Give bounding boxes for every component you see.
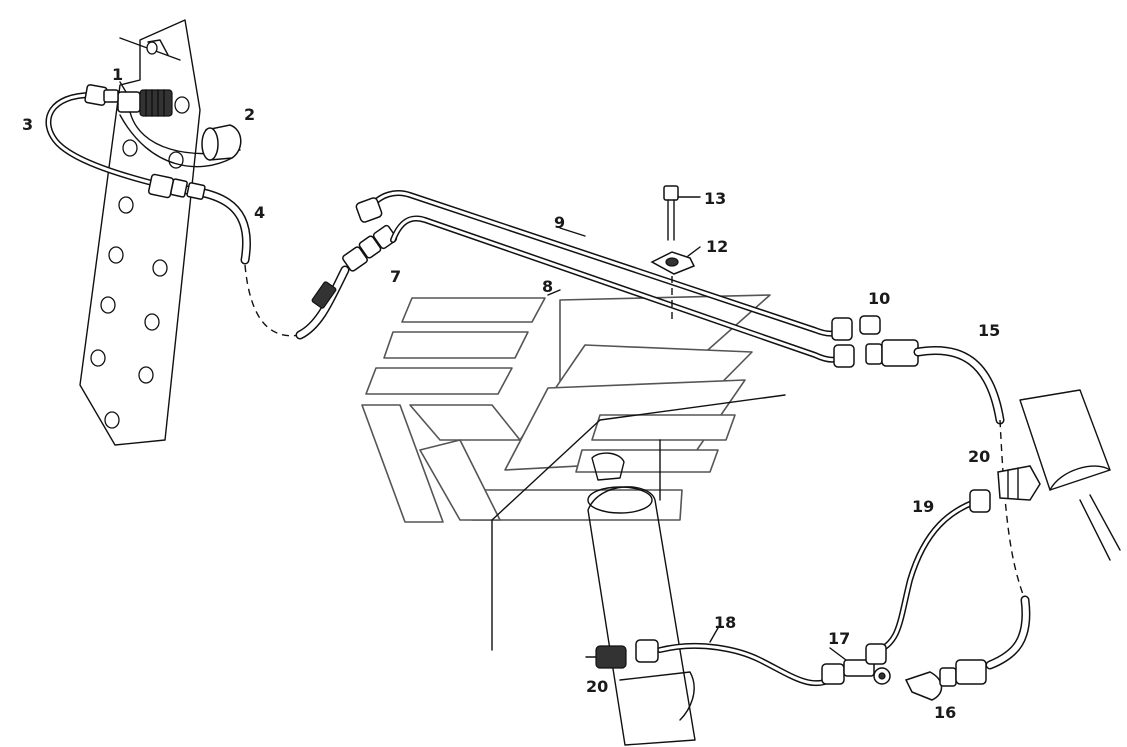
callout-20-left: 20 (586, 677, 608, 696)
hose-15 (865, 339, 1031, 670)
mounting-plate (79, 19, 201, 446)
callout-19: 19 (912, 497, 934, 516)
callout-8: 8 (542, 277, 553, 296)
adapter-7 (342, 224, 398, 272)
callout-16: 16 (934, 703, 956, 722)
hose-3 (45, 84, 163, 188)
pipe-19 (877, 489, 991, 653)
hose-4 (147, 173, 350, 340)
cylinder-right (1019, 389, 1121, 561)
tee-17 (821, 643, 891, 685)
watermark-logo (361, 294, 771, 523)
cylinder-center (491, 394, 786, 746)
clamp-12 (650, 251, 696, 320)
leader-lines (119, 81, 847, 661)
callout-10: 10 (868, 289, 890, 308)
callout-15: 15 (978, 321, 1000, 340)
callout-13: 13 (704, 189, 726, 208)
callout-1: 1 (112, 65, 123, 84)
pipe-8 (390, 215, 855, 368)
elbow-16 (904, 659, 987, 701)
fitting-20-left (585, 645, 627, 669)
bolt-13 (663, 185, 679, 241)
callout-17: 17 (828, 629, 850, 648)
callout-7: 7 (390, 267, 401, 286)
callout-20-right: 20 (968, 447, 990, 466)
plug-10 (859, 315, 881, 335)
cover-cap (201, 124, 242, 161)
callout-2: 2 (244, 105, 255, 124)
fitting-20-right (997, 465, 1041, 501)
callout-4: 4 (254, 203, 265, 222)
callout-labels: 1 2 3 4 7 8 9 10 12 13 15 16 17 18 19 20… (22, 65, 1000, 722)
callout-18: 18 (714, 613, 736, 632)
pipe-18 (635, 639, 833, 687)
callout-9: 9 (554, 213, 565, 232)
pipe-9 (355, 190, 853, 341)
callout-12: 12 (706, 237, 728, 256)
callout-3: 3 (22, 115, 33, 134)
